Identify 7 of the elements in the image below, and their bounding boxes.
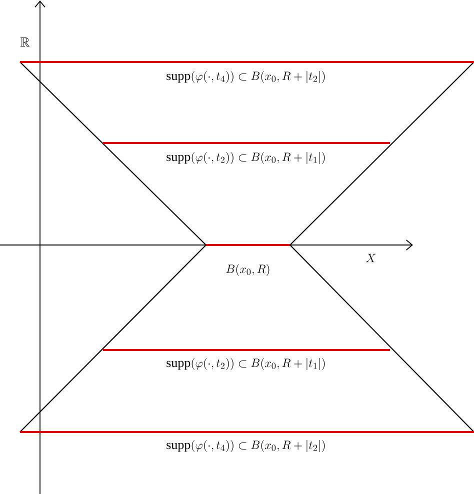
set-label: $\operatorname{supp}(\varphi(\cdot,t_2))\subset B(x_0,R+|t_1|)$	[166, 358, 325, 370]
set-label: $\operatorname{supp}(\varphi(\cdot,t_2))\subset B(x_0,R+|t_1|)$	[166, 152, 325, 164]
set-label: $\operatorname{supp}(\varphi(\cdot,t_4))\subset B(x_0,R+|t_2|)$	[166, 71, 325, 83]
set-label: $B(x_0,R)$	[226, 264, 270, 276]
set-label: $\operatorname{supp}(\varphi(\cdot,t_4))\subset B(x_0,R+|t_2|)$	[166, 440, 325, 452]
axis-label: $\mathbb{R}$	[20, 38, 30, 46]
axis-label: $X$	[366, 254, 376, 262]
